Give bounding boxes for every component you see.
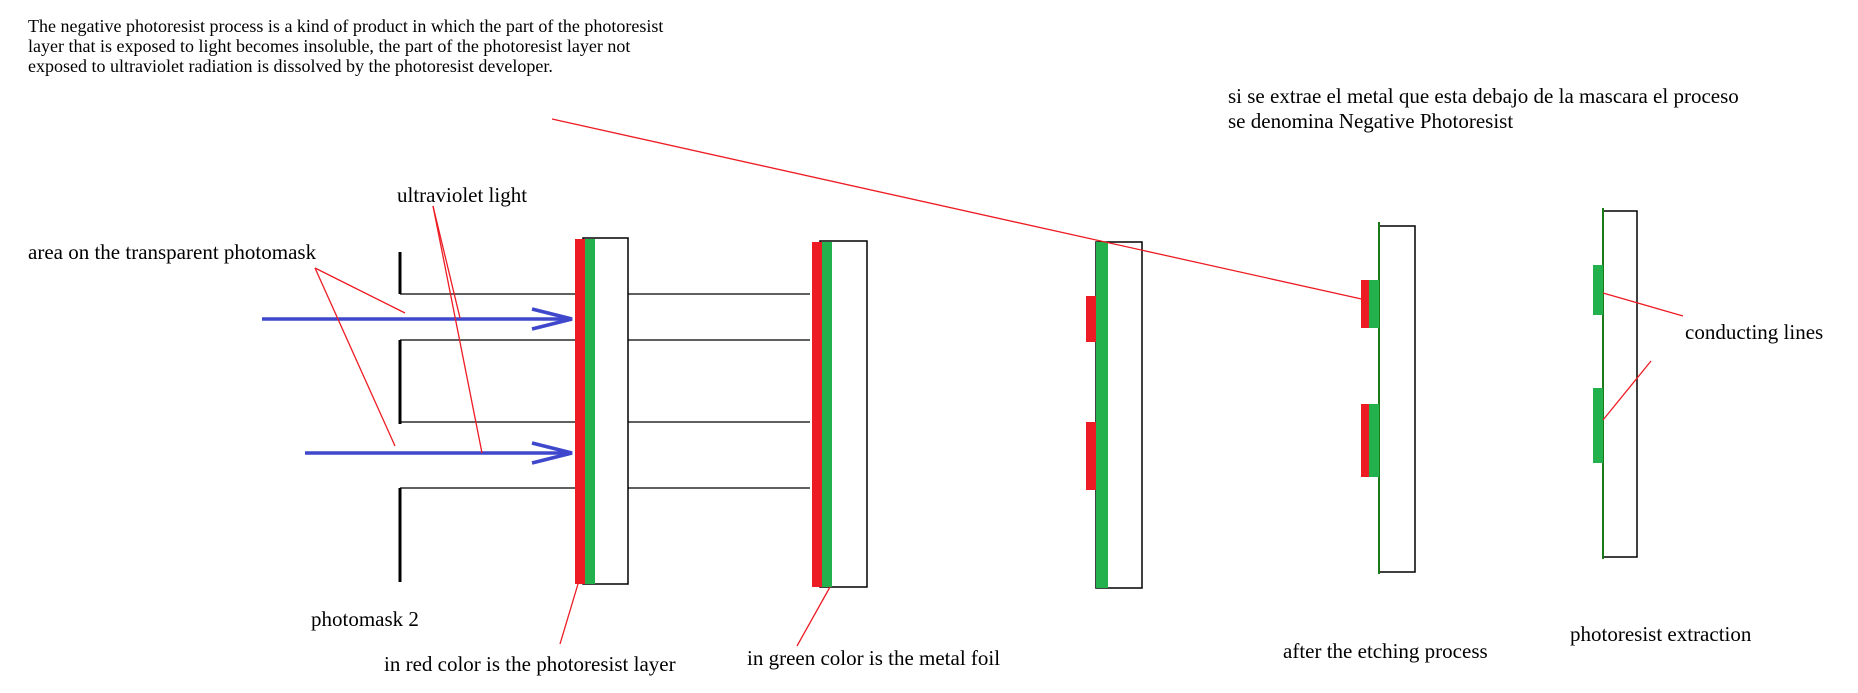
leader-photoresist-layer [559,583,579,645]
leader-conducting-lines [1602,360,1652,421]
leader-conducting-lines [1602,292,1684,317]
photoresist-block [1361,404,1369,477]
metal-line [1369,280,1379,328]
metal-foil [585,239,595,584]
label-uv-light: ultraviolet light [397,183,528,207]
photoresist-layer [575,239,585,584]
label-photoresist-layer: in red color is the photoresist layer [384,652,676,676]
metal-foil [1096,242,1108,588]
metal-line [1369,404,1379,477]
label-photoresist-extraction: photoresist extraction [1570,622,1752,646]
photoresist-block [1361,280,1369,328]
uv-arrows [262,307,573,465]
spanish-note: si se extrae el metal que esta debajo de… [1228,84,1739,133]
metal-foil [822,242,832,587]
stage-photoresist-extraction [1593,208,1638,559]
photoresist-block [1086,422,1096,490]
leader-uv-light [432,205,483,454]
stage-developed [1086,241,1143,589]
label-after-etching: after the etching process [1283,639,1488,663]
leader-metal-foil [796,586,831,647]
stage-exposure [575,237,629,585]
leader-photomask-area [314,267,396,447]
label-conducting-lines: conducting lines [1685,320,1824,344]
substrate [1602,210,1638,558]
leader-uv-light [432,205,461,319]
conducting-line [1593,388,1603,463]
leader-lines [314,118,1684,647]
label-photomask-area: area on the transparent photomask [28,240,317,264]
stage-after-etching [1361,222,1416,574]
label-metal-foil: in green color is the metal foil [747,646,1001,670]
label-photomask: photomask 2 [311,607,419,631]
uv-arrowhead-top [531,307,573,331]
uv-arrowhead-bottom [531,441,573,465]
photoresist-block [1086,296,1096,342]
intro-text: The negative photoresist process is a ki… [28,16,664,76]
conducting-line [1593,265,1603,315]
photoresist-layer [812,242,822,587]
substrate [1378,225,1416,573]
leader-photomask-area [314,267,406,314]
stage-projection [812,240,868,588]
leader-spanish-note [551,118,1367,301]
